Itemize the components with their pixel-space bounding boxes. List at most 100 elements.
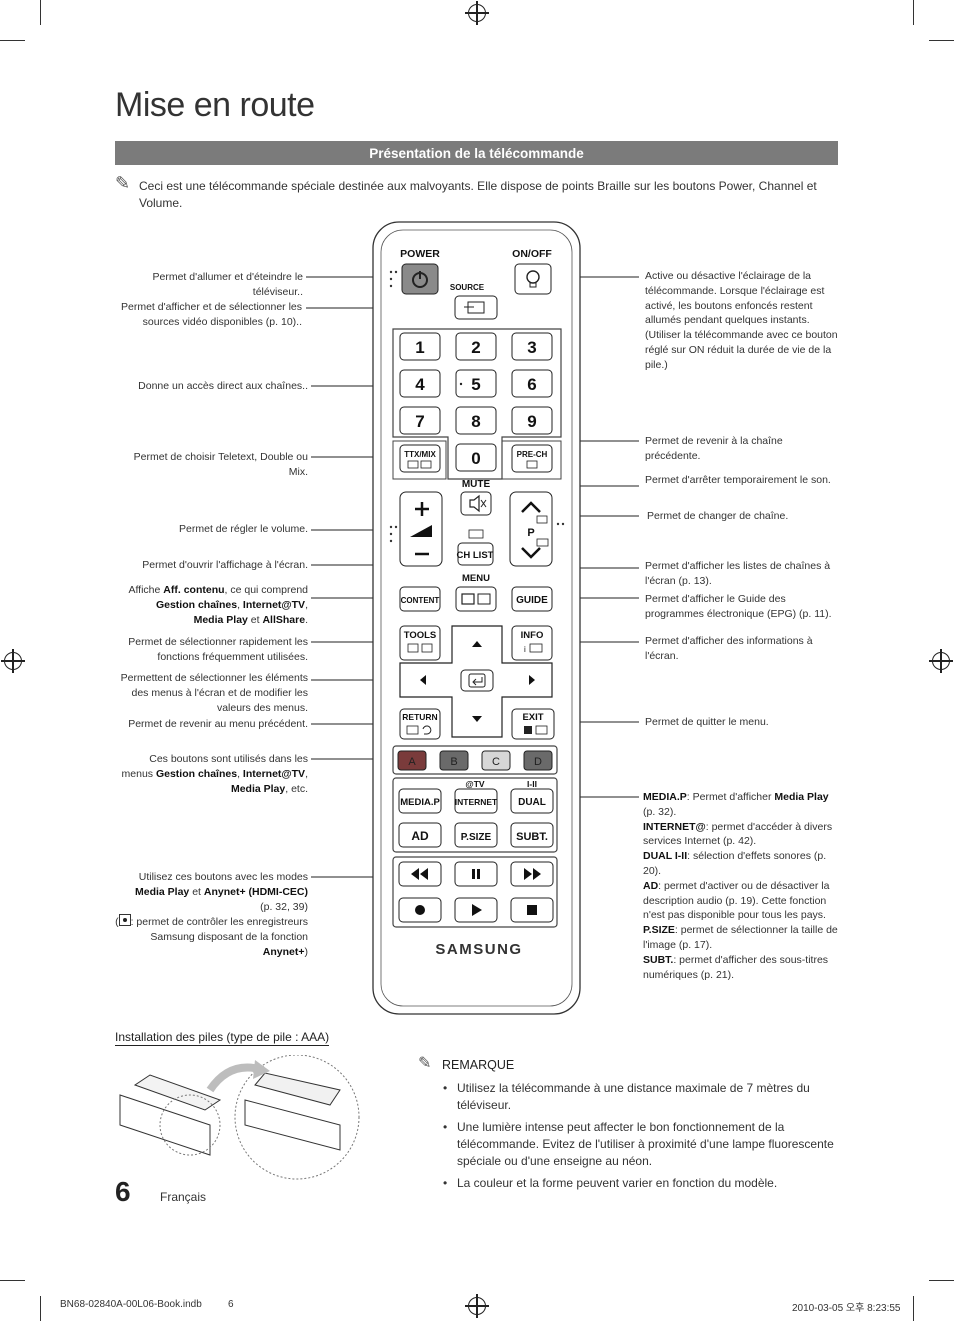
label-guide: Permet d'afficher le Guide des programme…: [645, 593, 832, 620]
color-button-c[interactable]: C: [481, 750, 511, 771]
media-p-button[interactable]: MEDIA.P: [398, 788, 442, 814]
battery-install-illustration: [119, 1055, 360, 1180]
menu-button[interactable]: [455, 586, 497, 612]
menu-label: MENU: [462, 573, 490, 584]
ad-button[interactable]: AD: [398, 822, 442, 848]
stop-button[interactable]: [510, 897, 554, 923]
mute-button[interactable]: [460, 491, 492, 516]
svg-text:D: D: [534, 756, 542, 768]
volume-rocker[interactable]: [399, 491, 443, 567]
list-item: La couleur et la forme peuvent varier en…: [443, 1175, 839, 1192]
svg-text:2: 2: [471, 338, 480, 357]
digit-2-button[interactable]: 2: [455, 332, 497, 361]
label-nav: Permettent de sélectionner les éléments …: [120, 672, 308, 714]
svg-text:GUIDE: GUIDE: [516, 595, 548, 606]
svg-text:CH LIST: CH LIST: [457, 550, 494, 561]
guide-button[interactable]: GUIDE: [511, 586, 553, 612]
pre-ch-button[interactable]: PRE-CH: [511, 444, 553, 473]
intro-note: Ceci est une télécommande spéciale desti…: [139, 179, 817, 210]
record-icon: [118, 914, 131, 927]
record-button[interactable]: [398, 897, 442, 923]
page-number: 6: [115, 1176, 131, 1207]
ttx-mix-button[interactable]: TTX/MIX: [399, 444, 441, 473]
remark-heading: REMARQUE: [442, 1058, 515, 1072]
digit-7-button[interactable]: 7: [399, 406, 441, 435]
exit-button[interactable]: EXIT: [511, 708, 555, 740]
svg-text:A: A: [408, 756, 416, 768]
number-pad: 1 2 3 4 5 6 7 8 9 0: [399, 332, 553, 472]
digit-4-button[interactable]: 4: [399, 369, 441, 398]
subt-button[interactable]: SUBT.: [510, 822, 554, 848]
svg-text:TOOLS: TOOLS: [404, 630, 437, 641]
svg-text:INTERNET: INTERNET: [455, 797, 498, 807]
label-onoff: Active ou désactive l'éclairage de la té…: [645, 270, 838, 371]
registration-mark-icon: [1, 649, 25, 673]
brand-logo: SAMSUNG: [435, 941, 522, 958]
onoff-button[interactable]: [514, 263, 552, 295]
color-button-a[interactable]: A: [397, 750, 427, 771]
nav-left-button[interactable]: [420, 675, 426, 685]
crop-mark: [0, 40, 25, 41]
page-title: Mise en route: [115, 86, 315, 124]
list-item: Une lumière intense peut affecter le bon…: [443, 1119, 839, 1170]
fast-forward-button[interactable]: [510, 861, 554, 887]
enter-button[interactable]: [460, 669, 494, 692]
nav-down-button[interactable]: [472, 716, 482, 722]
content-button[interactable]: CONTENT: [399, 586, 441, 612]
digit-0-button[interactable]: 0: [455, 443, 497, 472]
digit-1-button[interactable]: 1: [399, 332, 441, 361]
crop-mark: [40, 0, 41, 25]
rewind-button[interactable]: [398, 861, 442, 887]
label-return: Permet de revenir au menu précédent.: [128, 718, 308, 730]
svg-text:8: 8: [471, 412, 480, 431]
registration-mark-icon: [465, 1, 489, 25]
digit-9-button[interactable]: 9: [511, 406, 553, 435]
svg-text:TTX/MIX: TTX/MIX: [404, 450, 436, 459]
color-button-d[interactable]: D: [523, 750, 553, 771]
nav-up-button[interactable]: [472, 641, 482, 647]
crop-mark: [929, 1280, 954, 1281]
braille-dots: [389, 270, 398, 288]
onoff-label: ON/OFF: [512, 248, 552, 260]
crop-mark: [0, 1280, 25, 1281]
color-button-b[interactable]: B: [439, 750, 469, 771]
svg-text:DUAL: DUAL: [518, 797, 546, 808]
tools-button[interactable]: TOOLS: [399, 625, 441, 661]
svg-text:INFO: INFO: [521, 630, 544, 641]
pause-button[interactable]: [454, 861, 498, 887]
label-channel: Permet de changer de chaîne.: [647, 510, 789, 522]
source-button[interactable]: [454, 295, 498, 320]
p-size-button[interactable]: P.SIZE: [454, 822, 498, 848]
play-button[interactable]: [454, 897, 498, 923]
svg-text:7: 7: [415, 412, 424, 431]
label-prech: Permet de revenir à la chaîne précédente…: [645, 435, 783, 462]
crop-mark: [40, 1296, 41, 1321]
nav-right-button[interactable]: [529, 675, 535, 685]
footer-timestamp: 2010-03-05 오후 8:23:55: [792, 1303, 901, 1314]
digit-5-button[interactable]: 5: [455, 369, 497, 398]
digit-8-button[interactable]: 8: [455, 406, 497, 435]
dual-button[interactable]: DUAL: [510, 788, 554, 814]
registration-mark-icon: [929, 649, 953, 673]
digit-6-button[interactable]: 6: [511, 369, 553, 398]
info-button[interactable]: INFO i: [511, 625, 553, 661]
svg-text:i: i: [524, 645, 526, 654]
label-functions: MEDIA.P: Permet d'afficher Media Play (p…: [643, 791, 838, 981]
at-tv-label: @TV: [465, 779, 484, 789]
return-button[interactable]: RETURN: [399, 708, 441, 740]
svg-text:4: 4: [415, 375, 425, 394]
channel-rocker[interactable]: P: [509, 491, 553, 567]
crop-mark: [929, 40, 954, 41]
source-label: SOURCE: [450, 283, 485, 292]
svg-text:PRE-CH: PRE-CH: [517, 450, 548, 459]
power-label: POWER: [400, 248, 440, 260]
power-button[interactable]: [401, 263, 439, 295]
ch-list-button[interactable]: CH LIST: [457, 542, 494, 566]
label-source: Permet d'afficher et de sélectionner les…: [121, 301, 302, 328]
label-power: Permet d'allumer et d'éteindre le télévi…: [152, 271, 303, 298]
svg-text:P: P: [527, 527, 534, 539]
internet-button[interactable]: INTERNET: [454, 788, 498, 814]
digit-3-button[interactable]: 3: [511, 332, 553, 361]
svg-text:1: 1: [415, 338, 424, 357]
